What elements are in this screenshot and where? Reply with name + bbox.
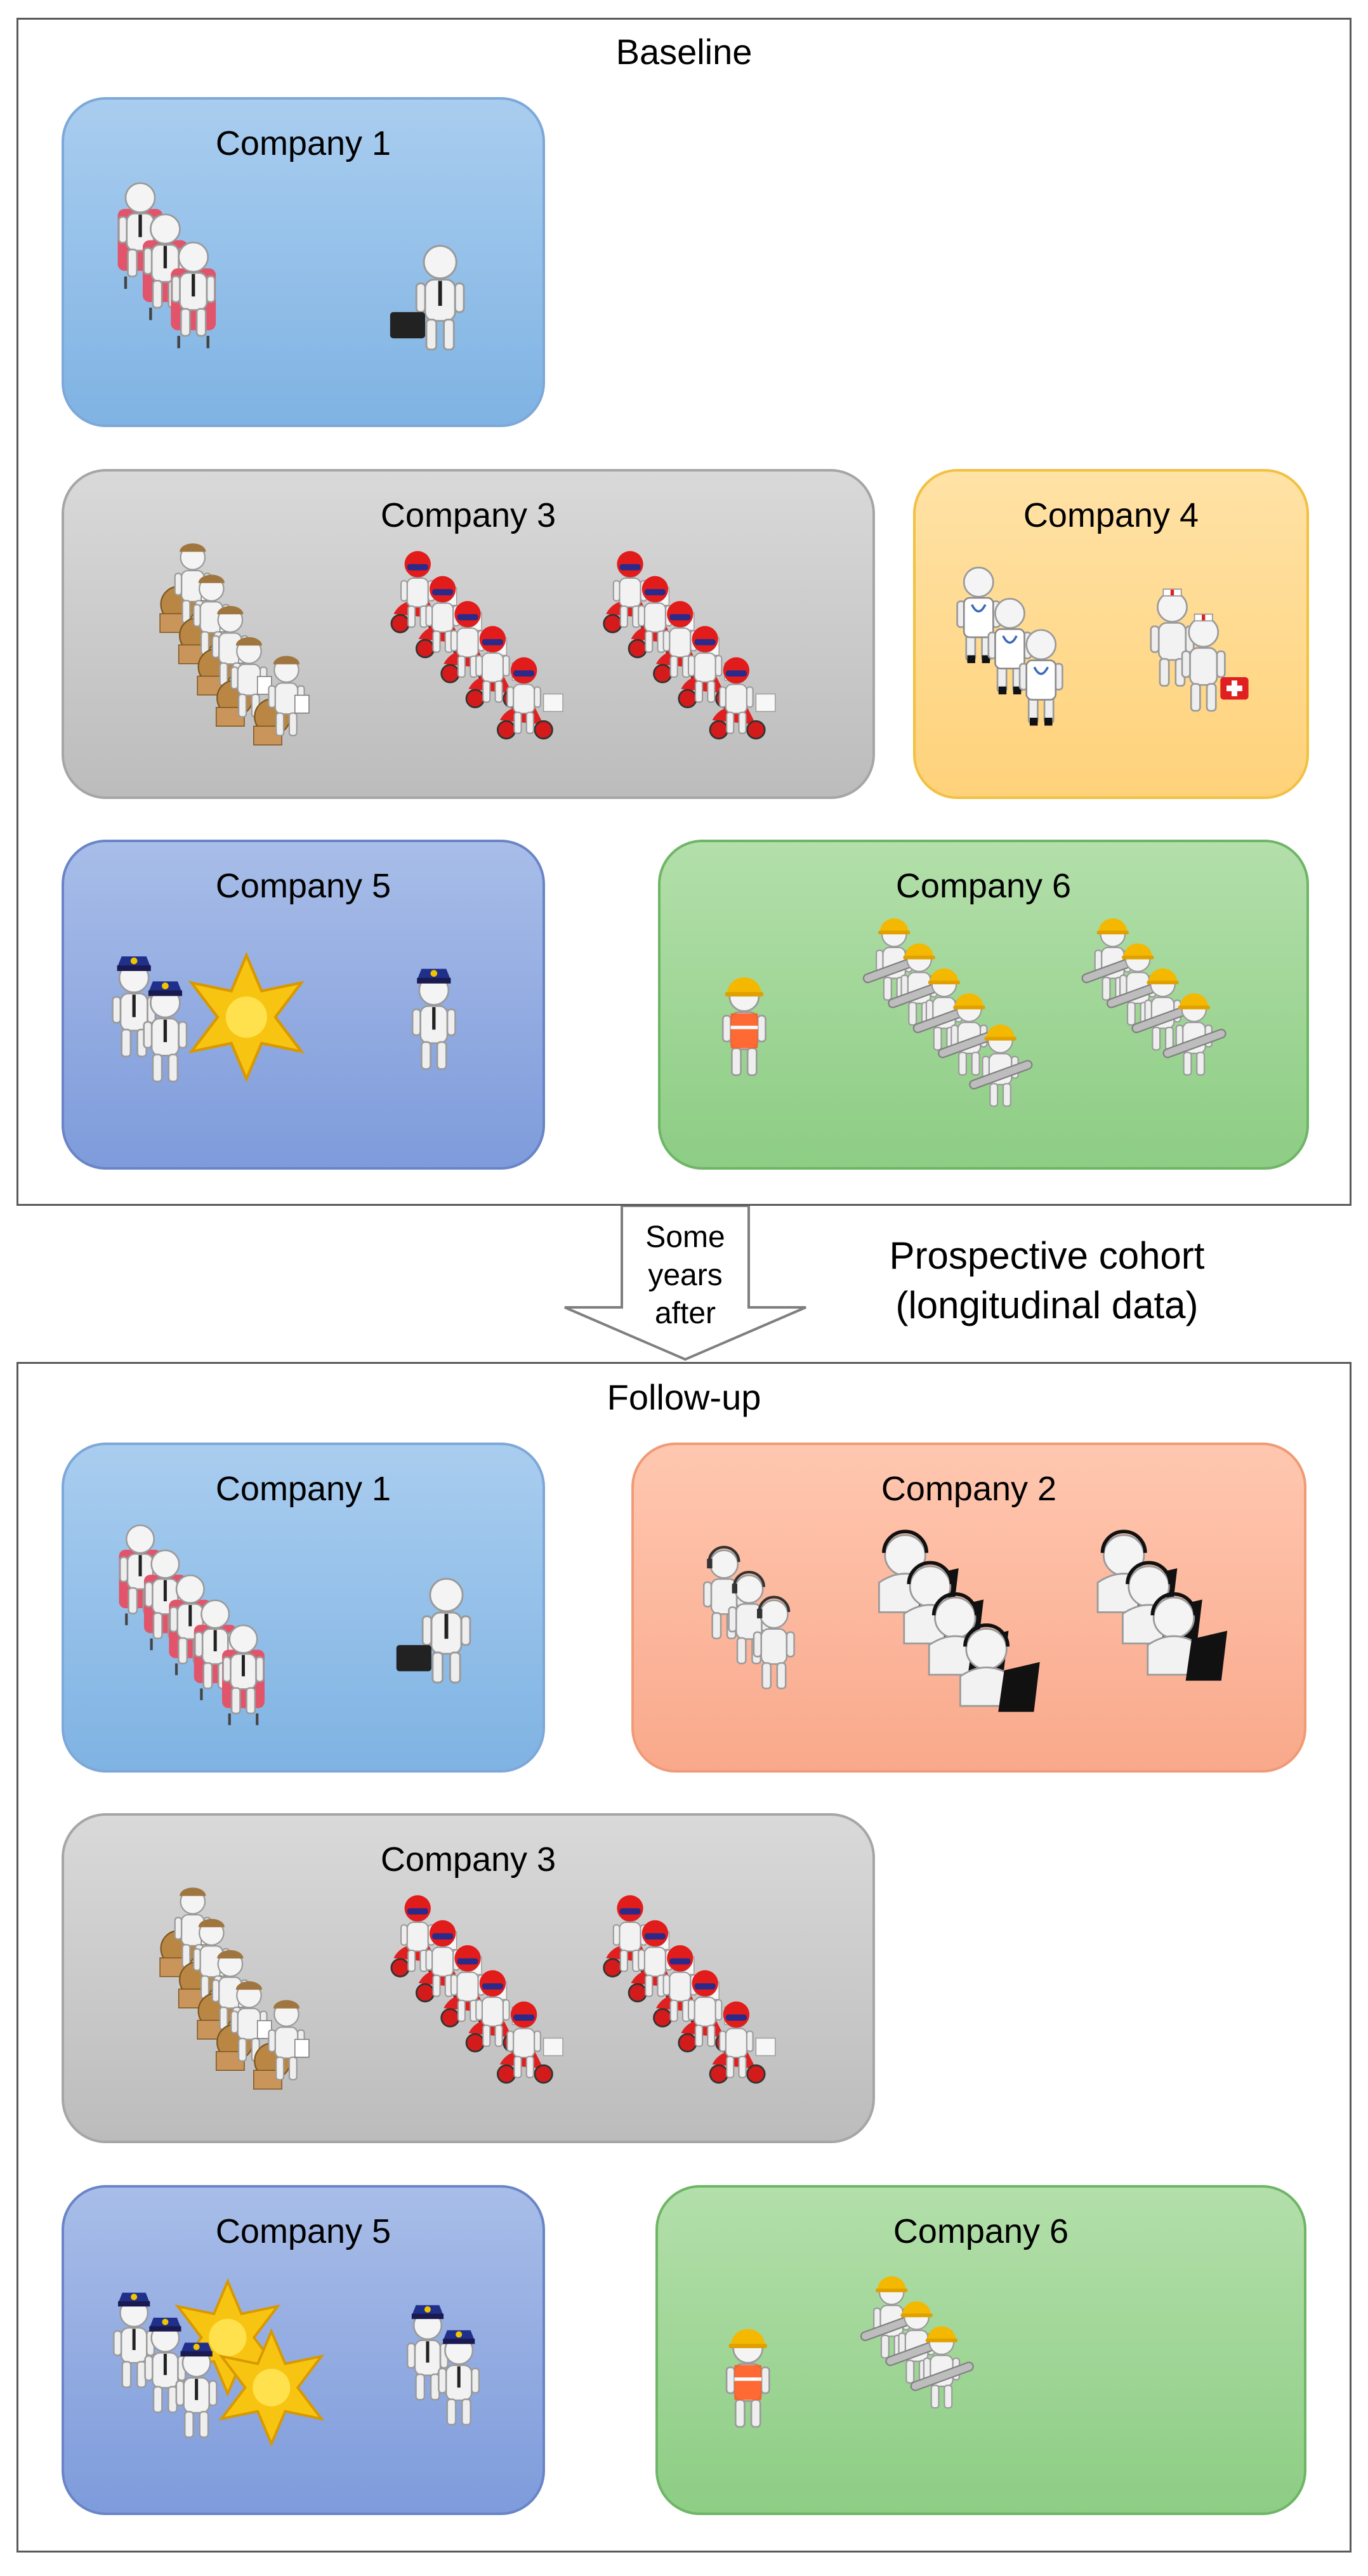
company-label: Company 3 [380, 1840, 556, 1879]
followup-company-2: Company 2 [631, 1443, 1306, 1773]
company-6-icons [661, 842, 1306, 1167]
business-traveller-icon [390, 246, 464, 349]
company-2-icons [634, 1445, 1304, 1770]
baseline-title: Baseline [615, 32, 753, 72]
arrow-text-line: Some [645, 1220, 725, 1254]
company-label: Company 1 [215, 124, 391, 162]
down-arrow-icon [564, 1206, 806, 1361]
company-label: Company 2 [881, 1470, 1057, 1508]
company-label: Company 5 [215, 2212, 391, 2250]
construction-worker-icon [723, 977, 765, 1075]
company-6-icons [658, 2188, 1304, 2513]
followup-company-6: Company 6 [655, 2185, 1306, 2515]
company-5-icons [64, 842, 543, 1167]
arrow-text-line: after [654, 1297, 716, 1330]
company-label: Company 5 [215, 867, 391, 905]
sheriff-star-icon [192, 955, 301, 1079]
baseline-frame: Baseline Company 1 Company 3 [16, 18, 1352, 1206]
baseline-company-4: Company 4 [913, 469, 1309, 799]
company-3-icons [64, 1816, 872, 2141]
company-4-icons [916, 472, 1306, 796]
cohort-note: Prospective cohort (longitudinal data) [838, 1231, 1256, 1330]
company-label: Company 4 [1023, 496, 1199, 534]
construction-worker-icon [727, 2329, 769, 2427]
baseline-company-3: Company 3 [62, 469, 875, 799]
baseline-company-6: Company 6 [658, 840, 1309, 1170]
followup-frame: Follow-up Company 1 Company 2 Company [16, 1362, 1352, 2553]
followup-company-1: Company 1 [62, 1443, 545, 1773]
cohort-note-line: (longitudinal data) [895, 1284, 1199, 1326]
company-label: Company 3 [380, 496, 556, 534]
arrow-text: Some years after [622, 1219, 749, 1333]
nurse-icon [1182, 614, 1249, 711]
cohort-note-line: Prospective cohort [889, 1234, 1205, 1277]
doctor-icon [1020, 630, 1062, 726]
headset-worker-icon [754, 1597, 794, 1689]
business-traveller-icon [397, 1579, 470, 1682]
followup-title: Follow-up [607, 1377, 761, 1417]
company-5-icons [64, 2280, 543, 2445]
police-officer-icon [412, 969, 455, 1069]
company-label: Company 6 [893, 2212, 1069, 2250]
company-3-icons [64, 472, 872, 796]
baseline-company-5: Company 5 [62, 840, 545, 1170]
company-1-icons [64, 1445, 543, 1770]
company-1-icons [64, 100, 543, 425]
baseline-company-1: Company 1 [62, 97, 545, 427]
followup-company-3: Company 3 [62, 1813, 875, 2143]
followup-company-5: Company 5 [62, 2185, 545, 2515]
company-label: Company 6 [895, 867, 1072, 905]
arrow-text-line: years [648, 1258, 723, 1292]
company-label: Company 1 [215, 1470, 391, 1508]
